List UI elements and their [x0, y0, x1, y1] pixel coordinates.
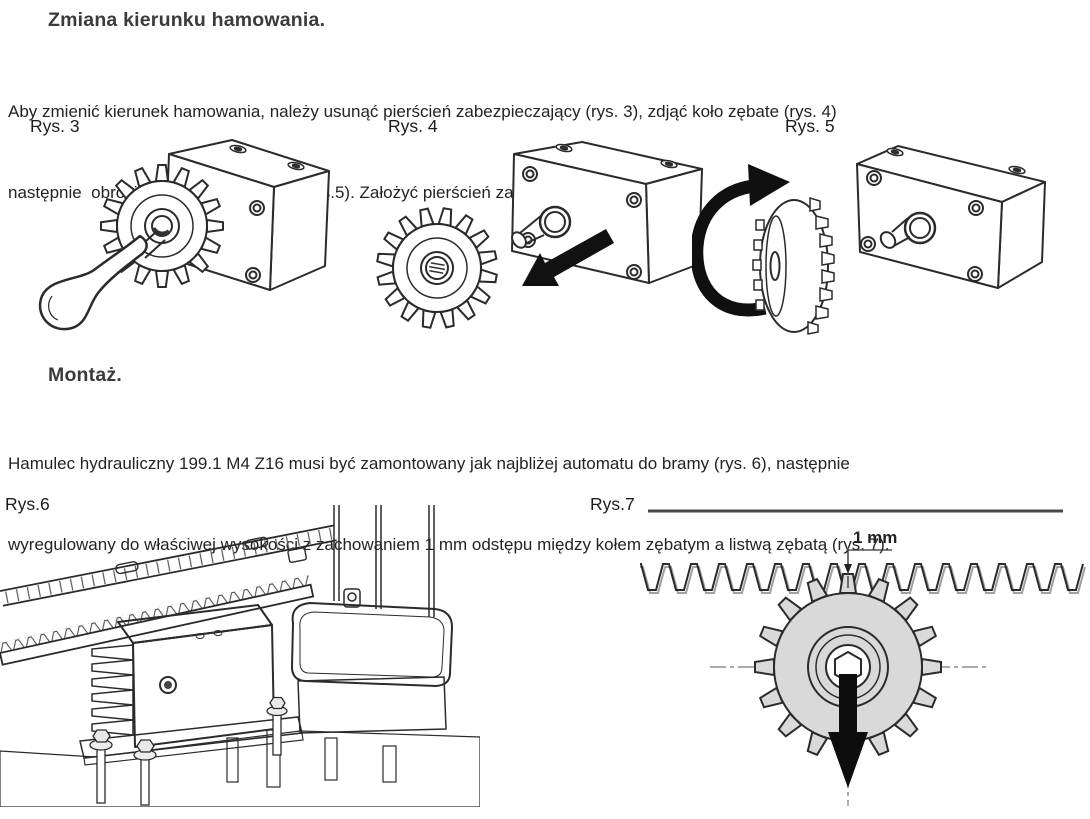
- figure-rys6-brake-installation: [0, 505, 480, 807]
- gate-post: [333, 505, 435, 617]
- figure-rys5-gear-flipped: [692, 145, 1046, 335]
- ground: [0, 729, 480, 807]
- section-heading-montaz: Montaż.: [48, 364, 122, 386]
- removal-direction-arrow: [522, 229, 614, 286]
- anchor-bolts: [89, 696, 288, 806]
- gear-rack: [0, 574, 315, 666]
- gate-operator-base: [297, 676, 447, 734]
- svg-text:1 mm: 1 mm: [853, 528, 897, 547]
- output-shaft: [511, 205, 572, 249]
- figure-rys4-gear-removed: [375, 141, 703, 330]
- mounting-plate: [79, 716, 304, 766]
- release-lever: [39, 234, 148, 331]
- figure-label-rys5: Rys. 5: [785, 116, 835, 136]
- section-heading-brake-direction: Zmiana kierunku hamowania.: [48, 9, 326, 31]
- gearbox: [856, 145, 1046, 289]
- flip-arrow: [692, 164, 790, 317]
- down-force-arrow: [828, 674, 868, 788]
- brake-unit: [117, 604, 275, 748]
- lever-detail-line: [48, 295, 59, 321]
- gearbox: [511, 141, 703, 284]
- flipped-gear-edge-view: [752, 196, 835, 335]
- dimension-1mm: 1 mm: [844, 528, 897, 588]
- output-shaft: [879, 211, 937, 249]
- gate-operator-cover: [290, 588, 454, 688]
- paragraph-line: Aby zmienić kierunek hamowania, należy u…: [8, 102, 837, 121]
- figure-rys7-clearance-diagram: 1 mm: [640, 509, 1086, 806]
- figure-label-rys6: Rys.6: [5, 494, 50, 514]
- spur-gear: [375, 206, 499, 330]
- figure-label-rys7: Rys.7: [590, 494, 635, 514]
- gate-beam-upper: [0, 524, 337, 607]
- brake-pinion-teeth: [91, 644, 134, 736]
- figure-label-rys4: Rys. 4: [388, 116, 438, 136]
- paragraph-line: Hamulec hydrauliczny 199.1 M4 Z16 musi b…: [8, 454, 850, 473]
- spur-gear: [100, 164, 224, 288]
- figure-rys3-gear-with-lever: [39, 139, 330, 331]
- gear-rack: [640, 563, 1086, 594]
- figure-label-rys3: Rys. 3: [30, 116, 80, 136]
